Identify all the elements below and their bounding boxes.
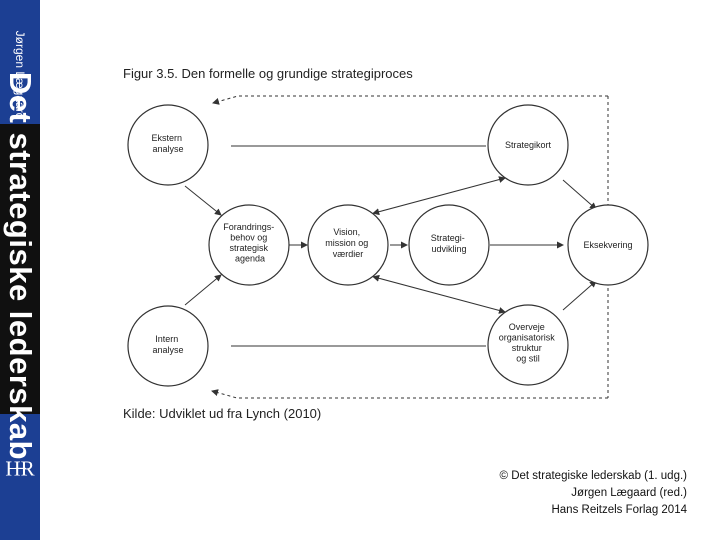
node-ekstern-analyse bbox=[127, 104, 209, 186]
figure-title: Figur 3.5. Den formelle og grundige stra… bbox=[123, 66, 413, 81]
arrow-overveje-eksekvering bbox=[562, 280, 597, 311]
label-intern-analyse: Intern analyse bbox=[152, 334, 183, 355]
node-overveje bbox=[487, 304, 569, 386]
arrow-vision-strategikort bbox=[372, 176, 506, 216]
label-eksekvering: Eksekvering bbox=[583, 240, 632, 250]
book-spine: Jørgen Lægaard Det strategiske lederskab… bbox=[0, 0, 40, 540]
label-strategikort: Strategikort bbox=[505, 140, 552, 150]
feedback-loop-top bbox=[212, 95, 608, 105]
node-strategikort bbox=[487, 104, 569, 186]
node-vision bbox=[307, 204, 389, 286]
label-forandring: Forandrings- behov og strategisk agenda bbox=[223, 222, 277, 264]
arrow-ekstern-forandring bbox=[184, 185, 222, 216]
figure-source: Kilde: Udviklet ud fra Lynch (2010) bbox=[123, 406, 322, 421]
node-intern-analyse bbox=[127, 305, 209, 387]
spine-title-band bbox=[0, 124, 40, 414]
publisher-logo-icon: H̶R bbox=[5, 456, 35, 481]
node-strategiudvikling bbox=[408, 204, 490, 286]
arrow-vision-overveje bbox=[372, 274, 506, 314]
copyright-line-editor: Jørgen Lægaard (red.) bbox=[571, 487, 687, 499]
arrow-strategikort-eksekvering bbox=[562, 179, 597, 210]
label-ekstern-analyse: Ekstern analyse bbox=[151, 133, 184, 154]
label-vision: Vision, mission og værdier bbox=[325, 227, 371, 259]
node-forandring bbox=[208, 204, 290, 286]
copyright-line-publisher: Hans Reitzels Forlag 2014 bbox=[551, 504, 687, 516]
label-overveje: Overveje organisatorisk struktur og stil bbox=[499, 322, 558, 364]
copyright-notice: © Det strategiske lederskab (1. udg.) Jø… bbox=[500, 468, 687, 519]
node-eksekvering bbox=[567, 204, 649, 286]
arrow-intern-forandring bbox=[184, 274, 222, 306]
label-strategiudvikling: Strategi- udvikling bbox=[431, 233, 468, 254]
copyright-line-book: © Det strategiske lederskab (1. udg.) bbox=[499, 470, 687, 482]
feedback-loop-bottom bbox=[211, 389, 608, 399]
